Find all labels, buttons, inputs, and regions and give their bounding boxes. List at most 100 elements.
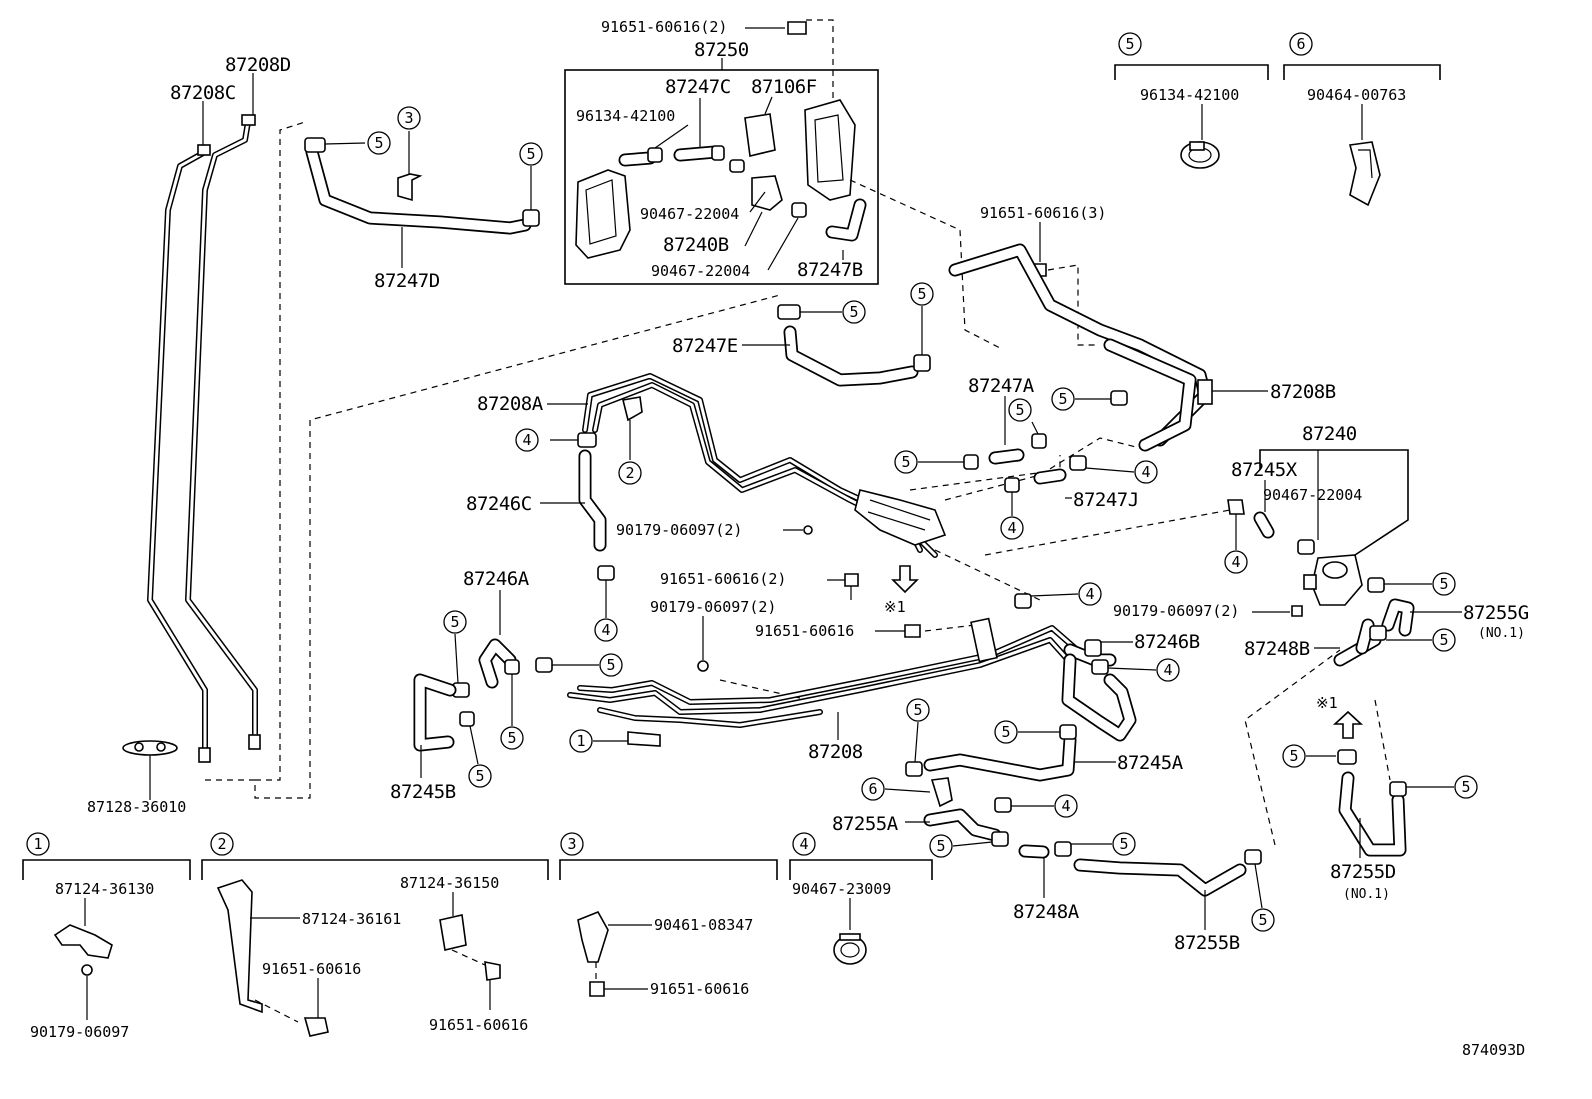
hose-87245a[interactable] <box>923 653 1137 782</box>
label-90467-22004-a: 90467-22004 <box>640 205 739 223</box>
hose-87245x[interactable] <box>1253 511 1275 539</box>
purge-valve-87106f[interactable] <box>804 99 856 201</box>
callout-number: 5 <box>475 767 484 785</box>
callout-number: 5 <box>1258 911 1267 929</box>
label-91651-60616-g3b: 91651-60616 <box>650 980 749 998</box>
callout-number: 4 <box>1231 553 1240 571</box>
callout-number: 1 <box>576 732 585 750</box>
callout-circle <box>1432 628 1456 652</box>
label-87246a: 87246A <box>463 568 530 590</box>
hose-87255b[interactable] <box>1073 858 1247 897</box>
callout-circle <box>1008 398 1032 422</box>
hose-87255a[interactable] <box>923 808 1002 842</box>
clamp-90467-23009-icon <box>833 933 867 965</box>
ref-1-a: ※1 <box>884 598 906 616</box>
hose-87247b[interactable] <box>825 198 867 242</box>
clip-90461-08347-icon <box>577 910 609 963</box>
callout-circle <box>894 450 918 474</box>
callout-circle <box>1078 582 1102 606</box>
callout-number: 5 <box>1119 835 1128 853</box>
clamp-96134-42100-icon <box>1180 141 1220 169</box>
callout-number: 5 <box>1015 401 1024 419</box>
label-91651-60616-g3: 91651-60616 <box>429 1016 528 1034</box>
callout-number: 4 <box>1085 585 1094 603</box>
label-87128-36010: 87128-36010 <box>87 798 186 816</box>
hose-87247e[interactable] <box>783 325 919 387</box>
callout-number: 5 <box>374 134 383 152</box>
label-91651-60616-g2: 91651-60616 <box>262 960 361 978</box>
label-87208c: 87208C <box>170 82 236 104</box>
hose-87247c[interactable] <box>618 145 722 167</box>
grommet-87128[interactable] <box>122 740 178 756</box>
pipe-junction[interactable] <box>854 489 947 546</box>
callout-circle <box>1224 550 1248 574</box>
hose-87245b[interactable] <box>413 673 457 752</box>
canister-component[interactable] <box>575 169 631 259</box>
callout-number: 5 <box>1289 747 1298 765</box>
label-87247e: 87247E <box>672 335 738 357</box>
label-no1-b: (NO.1) <box>1343 887 1390 902</box>
pipe-87208b[interactable] <box>948 243 1213 452</box>
hose-87246c[interactable] <box>578 449 607 552</box>
label-91651-60616-2-b: 91651-60616(2) <box>660 570 786 588</box>
callout-number: 5 <box>1001 723 1010 741</box>
label-87255a: 87255A <box>832 813 899 835</box>
pipe-87208[interactable] <box>567 625 1078 728</box>
callout-number: 6 <box>868 780 877 798</box>
label-90467-22004-b: 90467-22004 <box>651 262 750 280</box>
hose-87247a[interactable] <box>988 448 1025 465</box>
callout-number: 4 <box>1141 463 1150 481</box>
callout-number: 4 <box>1061 797 1070 815</box>
hose-87247d[interactable] <box>305 145 532 235</box>
label-91651-60616-c: 91651-60616 <box>755 622 854 640</box>
callout-number: 4 <box>1163 661 1172 679</box>
label-87245b: 87245B <box>390 781 456 803</box>
label-96134-42100-legend: 96134-42100 <box>1140 86 1239 104</box>
label-87246b: 87246B <box>1134 631 1200 653</box>
callout-circle <box>1454 775 1478 799</box>
callout-number: 4 <box>799 835 808 853</box>
bracket-87124-36130-icon <box>53 924 113 959</box>
label-87255b: 87255B <box>1174 932 1240 954</box>
hose-87255d[interactable] <box>1338 771 1407 857</box>
callout-circle <box>594 618 618 642</box>
label-87240b: 87240B <box>663 234 729 256</box>
vsv-87240[interactable] <box>1303 554 1363 606</box>
ref-1-b: ※1 <box>1316 694 1338 712</box>
label-90179-06097-2-c: 90179-06097(2) <box>1113 602 1239 620</box>
pipe-87248a[interactable] <box>1018 844 1050 859</box>
callout-number: 5 <box>450 613 459 631</box>
pipe-87208d[interactable] <box>185 114 261 750</box>
hose-87246a[interactable] <box>478 638 517 689</box>
callout-number: 5 <box>901 453 910 471</box>
tee-87248b[interactable] <box>1333 618 1382 667</box>
label-90467-22004-c: 90467-22004 <box>1263 486 1362 504</box>
pipe-87208c[interactable] <box>147 144 211 763</box>
callout-number: 4 <box>1007 519 1016 537</box>
label-87247j: 87247J <box>1073 489 1139 511</box>
callout-circle <box>842 300 866 324</box>
label-87106f: 87106F <box>751 76 817 98</box>
label-87255d: 87255D <box>1330 861 1396 883</box>
callout-number: 5 <box>526 145 535 163</box>
callout-number: 4 <box>522 431 531 449</box>
callout-circle <box>26 832 50 856</box>
callout-circle <box>515 428 539 452</box>
hose-87255g[interactable] <box>1381 598 1415 637</box>
label-87245a: 87245A <box>1117 752 1184 774</box>
callout-number: 5 <box>1439 631 1448 649</box>
hose-87247j[interactable] <box>1033 468 1067 485</box>
label-90179-06097-2-a: 90179-06097(2) <box>616 521 742 539</box>
callout-circle <box>1000 516 1024 540</box>
label-91651-60616-2: 91651-60616(2) <box>601 18 727 36</box>
callout-circle <box>1282 744 1306 768</box>
callout-circle <box>1112 832 1136 856</box>
diagram-id: 874093D <box>1462 1041 1525 1059</box>
callout-circle <box>906 698 930 722</box>
callout-circle <box>560 832 584 856</box>
callout-circle <box>1118 32 1142 56</box>
callout-number: 5 <box>1125 35 1134 53</box>
label-87208b: 87208B <box>1270 381 1336 403</box>
label-87248b: 87248B <box>1244 638 1310 660</box>
callout-circle <box>599 653 623 677</box>
